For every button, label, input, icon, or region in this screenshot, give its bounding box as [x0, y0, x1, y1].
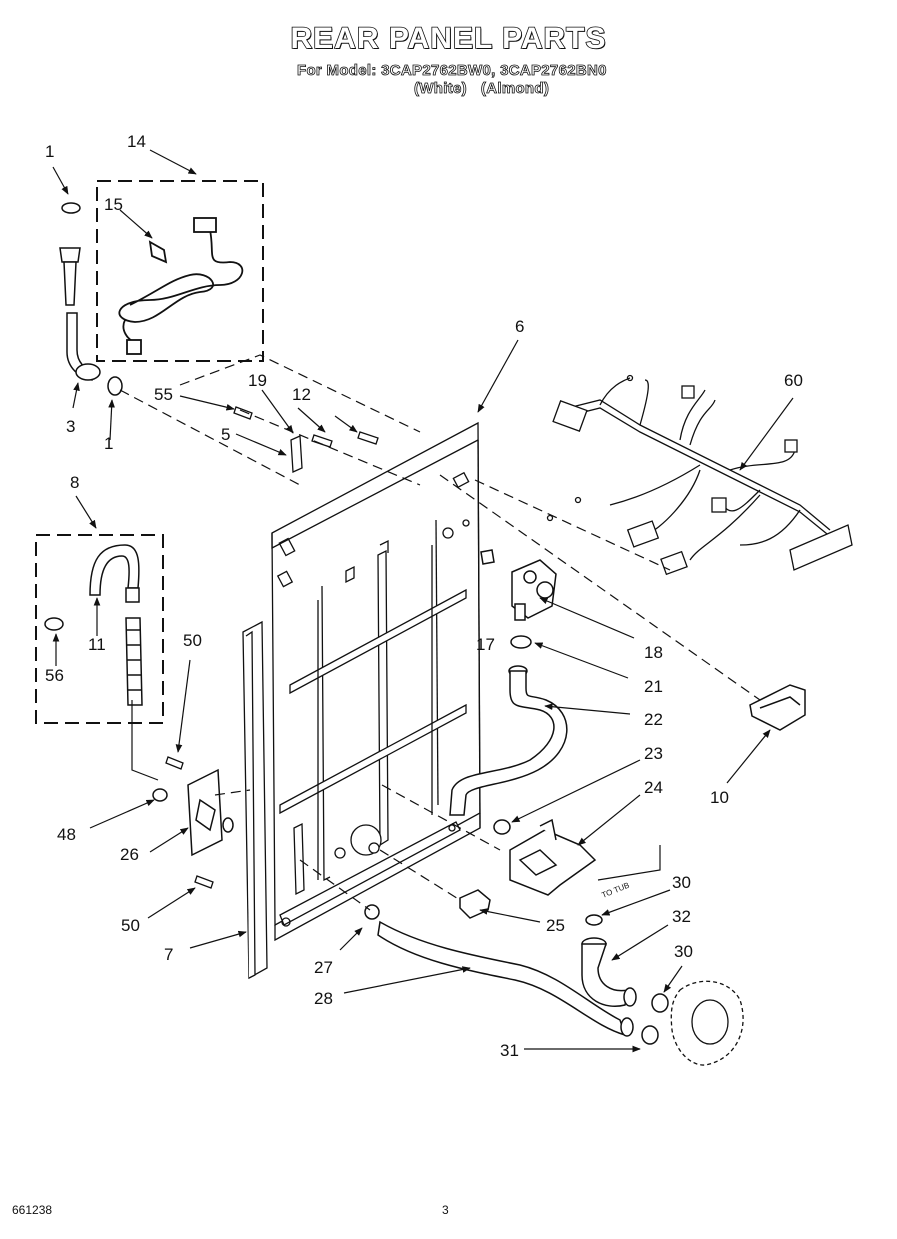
callout-6: 6 — [515, 317, 524, 336]
part-25 — [459, 889, 491, 919]
dashed-leader-lines — [119, 354, 761, 911]
water-valve — [480, 549, 557, 649]
wiring-harness — [546, 374, 853, 576]
callout-5: 5 — [221, 425, 230, 444]
inlet-hose-left — [59, 202, 123, 396]
callout-8: 8 — [70, 473, 79, 492]
callout-labels: 1 14 15 3 1 55 19 12 5 6 60 8 11 56 50 1… — [45, 132, 803, 1060]
page-title: REAR PANEL PARTS — [290, 21, 607, 56]
color-almond: (Almond) — [480, 80, 550, 98]
model-line: For Model: 3CAP2762BW0, 3CAP2762BN0 — [297, 62, 607, 80]
power-cord — [118, 217, 244, 355]
callout-3: 3 — [66, 417, 75, 436]
callout-18: 18 — [644, 643, 663, 662]
callout-14: 14 — [127, 132, 146, 151]
callout-48: 48 — [57, 825, 76, 844]
color-white: (White) — [414, 80, 467, 98]
callout-19: 19 — [248, 371, 267, 390]
callout-27: 27 — [314, 958, 333, 977]
group-box-14 — [96, 180, 264, 362]
side-channel-strip — [242, 620, 268, 980]
callout-10: 10 — [710, 788, 729, 807]
callout-7: 7 — [164, 945, 173, 964]
callout-22: 22 — [644, 710, 663, 729]
callout-24: 24 — [644, 778, 663, 797]
drain-hose-28 — [377, 920, 634, 1037]
page-number: 3 — [442, 1203, 449, 1217]
model-numbers: 3CAP2762BW0, 3CAP2762BN0 — [381, 62, 607, 80]
hose-bracket-26 — [187, 768, 234, 857]
callout-31: 31 — [500, 1041, 519, 1060]
callout-50b: 50 — [121, 916, 140, 935]
callout-arrows — [52, 149, 794, 1053]
callout-28: 28 — [314, 989, 333, 1008]
solid-leader-lines — [131, 700, 661, 881]
callout-60: 60 — [784, 371, 803, 390]
drain-hose-32 — [581, 937, 637, 1007]
callout-50: 50 — [183, 631, 202, 650]
callout-55: 55 — [154, 385, 173, 404]
callout-25: 25 — [546, 916, 565, 935]
callout-17: 17 — [476, 635, 495, 654]
callout-12: 12 — [292, 385, 311, 404]
callout-11: 11 — [88, 635, 106, 654]
callout-15: 15 — [104, 195, 123, 214]
callout-26: 26 — [120, 845, 139, 864]
color-line: (White) (Almond) — [414, 80, 563, 98]
callout-30b: 30 — [674, 942, 693, 961]
rear-panel — [271, 421, 481, 942]
callout-23: 23 — [644, 744, 663, 763]
callout-56: 56 — [45, 666, 64, 685]
clamps — [152, 788, 669, 1045]
callout-32: 32 — [672, 907, 691, 926]
callout-1b: 1 — [104, 434, 113, 453]
callout-1: 1 — [45, 142, 54, 161]
pump-body — [350, 824, 744, 1066]
fasteners — [165, 406, 379, 889]
drain-hose-group — [44, 544, 143, 706]
model-prefix: For Model: — [297, 62, 382, 80]
document-number: 661238 — [12, 1203, 53, 1217]
callout-30: 30 — [672, 873, 691, 892]
to-tub-note: TO TUB — [600, 881, 630, 900]
inlet-hose-22 — [449, 665, 568, 816]
callout-21: 21 — [644, 677, 663, 696]
group-box-8 — [35, 534, 164, 724]
pump-bracket-24 — [509, 818, 597, 896]
part-10-bracket — [749, 684, 806, 731]
